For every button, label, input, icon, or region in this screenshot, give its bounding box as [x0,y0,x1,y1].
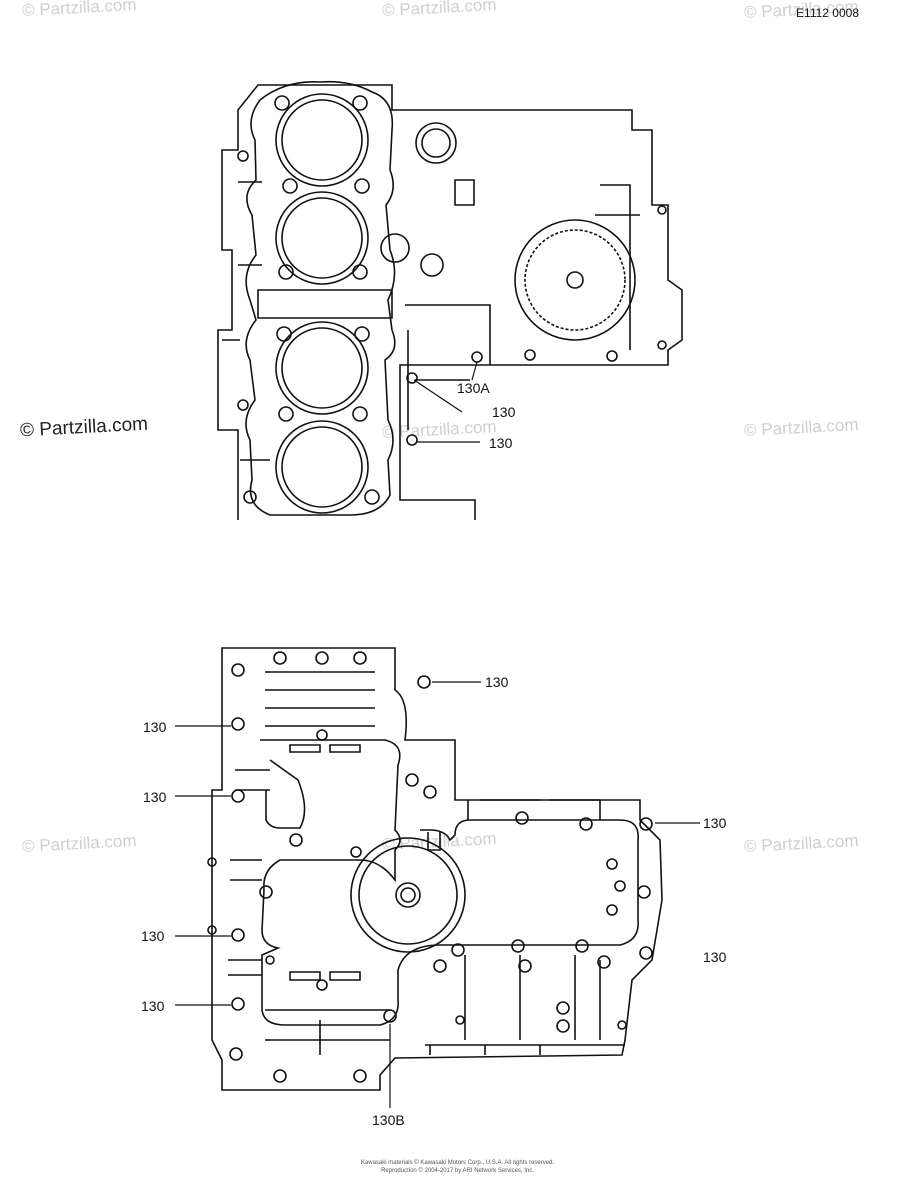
diagram-code: E1112 0008 [796,6,859,20]
callout-130-bottom-7: 130 [141,998,165,1014]
callout-130-top-2: 130 [489,435,513,451]
callout-130-bottom-1: 130 [485,674,509,690]
callout-130-bottom-4: 130 [703,815,727,831]
footer-copyright-2: Reproduction © 2004-2017 by ARI Network … [381,1168,534,1174]
callout-130-bottom-2: 130 [143,719,167,735]
callout-130-bottom-5: 130 [141,928,165,944]
callout-130-bottom-6: 130 [703,949,727,965]
footer-copyright-1: Kawasaki materials © Kawasaki Motors Cor… [360,1160,555,1166]
callout-130a-top: 130A [457,380,490,396]
callout-130b-bottom: 130B [372,1112,405,1128]
callout-130-top-1: 130 [492,404,516,420]
callout-130-bottom-3: 130 [143,789,167,805]
